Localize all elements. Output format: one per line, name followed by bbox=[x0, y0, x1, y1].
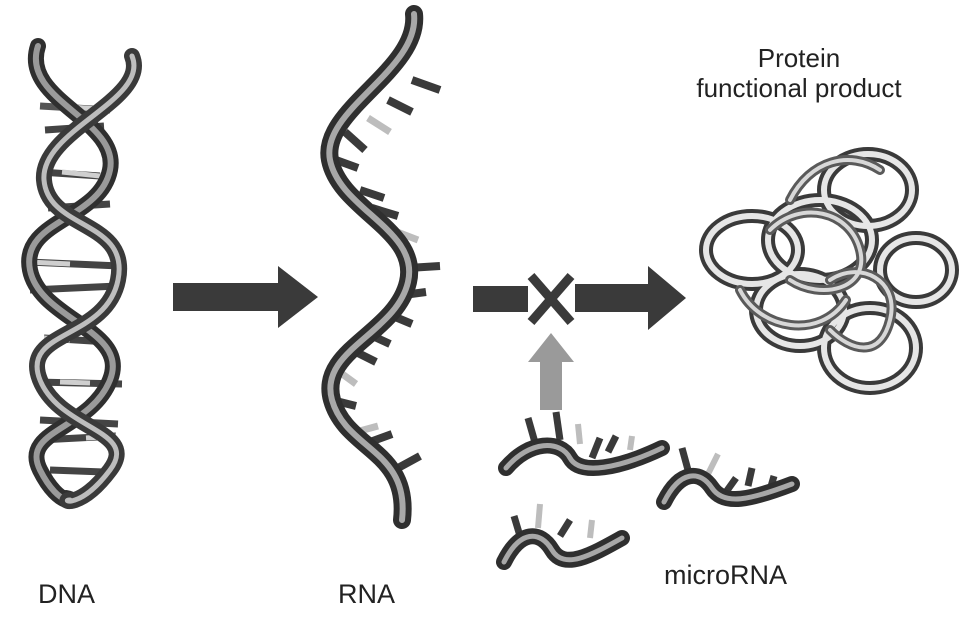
microrna-fragment-2 bbox=[656, 447, 800, 510]
microrna-fragment-1 bbox=[498, 411, 670, 476]
microrna-fragment-3 bbox=[496, 503, 630, 570]
inhibition-cross bbox=[527, 273, 575, 325]
rna-label: RNA bbox=[338, 579, 396, 609]
protein-label-line2: functional product bbox=[696, 72, 902, 103]
protein-label-line1: Protein bbox=[757, 43, 841, 73]
protein-label: Protein functional product bbox=[648, 43, 950, 104]
protein-structure bbox=[699, 147, 959, 395]
dna-label: DNA bbox=[38, 579, 96, 609]
rna-bases bbox=[331, 76, 442, 472]
arrow-rna-to-protein bbox=[473, 266, 686, 330]
dna-helix bbox=[21, 38, 142, 510]
microrna-inhibition-arrow bbox=[528, 333, 574, 410]
rna-strand bbox=[320, 5, 442, 529]
arrow-dna-to-rna bbox=[173, 266, 318, 328]
microrna-label: microRNA bbox=[664, 560, 788, 590]
